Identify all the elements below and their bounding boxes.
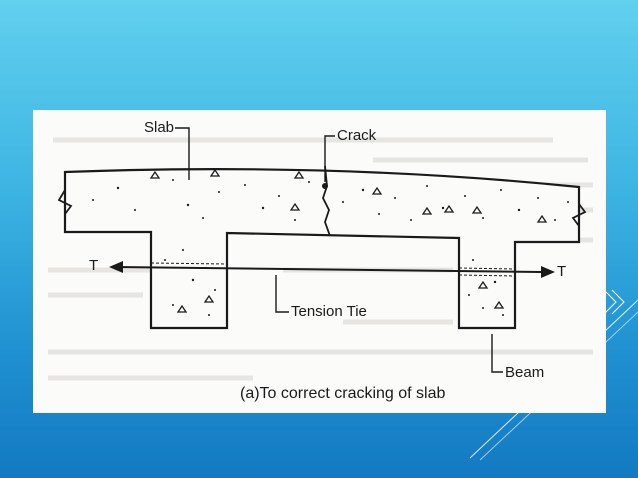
scanned-figure: Slab Crack T T Tension Tie Beam (a)To co… — [33, 110, 606, 413]
t-left-label: T — [89, 257, 99, 274]
tension-tie-label: Tension Tie — [291, 303, 367, 320]
figure-caption: (a)To correct cracking of slab — [240, 385, 446, 402]
beam-leader — [491, 334, 503, 373]
crack-leader — [324, 135, 335, 182]
t-right-label: T — [557, 263, 567, 280]
slab-leader — [175, 127, 190, 180]
tension-tie-line — [112, 266, 542, 273]
slab-label: Slab — [144, 119, 175, 136]
crack-line — [322, 165, 331, 237]
beam-label: Beam — [505, 364, 545, 381]
arrow-right-icon — [541, 266, 555, 278]
crack-label: Crack — [337, 127, 377, 144]
arrow-left-icon — [109, 261, 123, 273]
slab-beam-diagram — [48, 127, 593, 381]
tension-tie-leader — [275, 275, 289, 313]
